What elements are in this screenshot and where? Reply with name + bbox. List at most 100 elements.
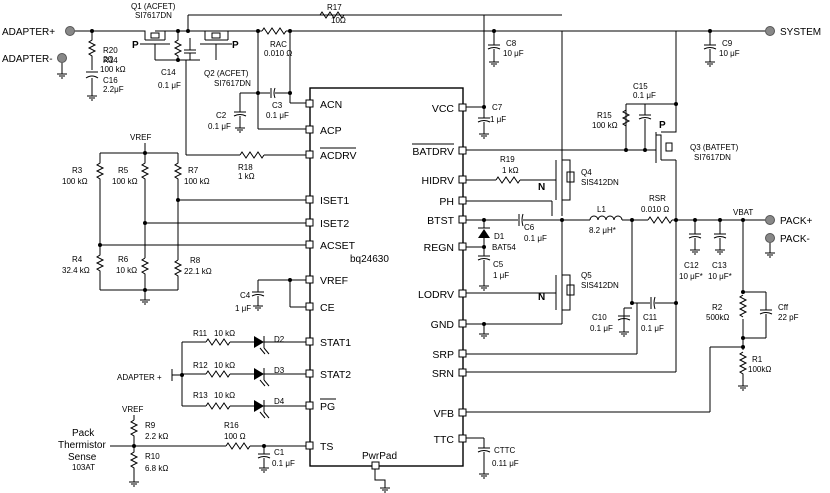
r15-name: R15 bbox=[597, 111, 612, 120]
r16-name: R16 bbox=[224, 421, 239, 430]
adapter-minus-label: ADAPTER- bbox=[2, 54, 53, 65]
pin-batdrv: BATDRV bbox=[412, 146, 454, 158]
c15-name: C15 bbox=[633, 82, 648, 91]
c11-name: C11 bbox=[643, 313, 658, 322]
c5-value: 1 μF bbox=[493, 271, 509, 280]
pin-btst: BTST bbox=[427, 215, 454, 227]
c16-value: 2.2μF bbox=[103, 85, 124, 94]
pin-ts: TS bbox=[320, 441, 333, 453]
pack-plus-label: PACK+ bbox=[780, 216, 812, 227]
c6-name: C6 bbox=[524, 223, 535, 232]
pin-vfb: VFB bbox=[434, 408, 454, 420]
pin-acn: ACN bbox=[320, 99, 342, 111]
l1-value: 8.2 μH* bbox=[589, 226, 616, 235]
pin-ph: PH bbox=[439, 196, 454, 208]
q2-part: SI7617DN bbox=[214, 79, 251, 88]
r1-value: 100kΩ bbox=[748, 365, 771, 374]
rsr-name: RSR bbox=[649, 194, 666, 203]
r6-name: R6 bbox=[118, 255, 129, 264]
c10-value: 0.1 μF bbox=[590, 324, 613, 333]
pack-minus-label: PACK- bbox=[780, 234, 810, 245]
r3-value: 100 kΩ bbox=[62, 177, 88, 186]
vref-top-label: VREF bbox=[130, 133, 151, 142]
c12-value: 10 μF* bbox=[679, 272, 703, 281]
r8-value: 22.1 kΩ bbox=[184, 267, 212, 276]
pin-lodrv: LODRV bbox=[418, 289, 454, 301]
pin-srn: SRN bbox=[432, 368, 454, 380]
r19-value: 1 kΩ bbox=[502, 166, 519, 175]
c13-name: C13 bbox=[712, 261, 727, 270]
c8-value: 10 μF bbox=[503, 49, 524, 58]
r17-value: 10Ω bbox=[331, 16, 346, 25]
q5-part: SIS412DN bbox=[581, 281, 619, 290]
r4-value: 32.4 kΩ bbox=[62, 266, 90, 275]
r2-value: 500kΩ bbox=[706, 313, 729, 322]
r19-name: R19 bbox=[500, 155, 515, 164]
pin-acset: ACSET bbox=[320, 240, 356, 252]
c14-value: 0.1 μF bbox=[158, 81, 181, 90]
thermistor-line1: Pack bbox=[72, 428, 95, 439]
pin-srp: SRP bbox=[432, 349, 454, 361]
adapter-plus-terminal bbox=[65, 26, 75, 36]
c7-value: 1 μF bbox=[490, 115, 506, 124]
adapter-plus-ref: ADAPTER + bbox=[117, 373, 162, 382]
q4-name: Q4 bbox=[581, 168, 592, 177]
pack-plus-terminal bbox=[765, 215, 775, 225]
cttc-name: CTTC bbox=[494, 446, 516, 455]
pin-gnd: GND bbox=[431, 319, 455, 331]
c1-name: C1 bbox=[274, 448, 285, 457]
r1-name: R1 bbox=[752, 355, 763, 364]
c6-value: 0.1 μF bbox=[524, 234, 547, 243]
pin-stat2: STAT2 bbox=[320, 369, 351, 381]
q4-type: N bbox=[538, 182, 545, 193]
r12-name: R12 bbox=[193, 361, 208, 370]
pin-ce: CE bbox=[320, 302, 335, 314]
r13-name: R13 bbox=[193, 391, 208, 400]
q1-name: Q1 (ACFET) bbox=[131, 2, 176, 11]
r12-value: 10 kΩ bbox=[214, 361, 235, 370]
c16-name: C16 bbox=[103, 76, 118, 85]
thermistor-line3: Sense bbox=[68, 452, 97, 463]
c9-name: C9 bbox=[722, 39, 733, 48]
pin-iset1: ISET1 bbox=[320, 195, 349, 207]
r5-name: R5 bbox=[118, 166, 129, 175]
r17-name: R17 bbox=[327, 3, 342, 12]
r14-value: 100 kΩ bbox=[100, 65, 126, 74]
r6-value: 10 kΩ bbox=[116, 266, 137, 275]
r20-value: 2Ω bbox=[103, 55, 113, 64]
vbat-label: VBAT bbox=[733, 208, 753, 217]
rac-value: 0.010 Ω bbox=[264, 49, 292, 58]
q3-type: P bbox=[659, 120, 666, 131]
d1-value: BAT54 bbox=[492, 243, 516, 252]
pin-stat1: STAT1 bbox=[320, 337, 351, 349]
pin-vref: VREF bbox=[320, 275, 348, 287]
q1-part: SI7617DN bbox=[135, 11, 172, 20]
d4-label: D4 bbox=[274, 397, 285, 406]
c7-name: C7 bbox=[492, 103, 503, 112]
cff-name: Cff bbox=[778, 303, 789, 312]
q3-part: SI7617DN bbox=[694, 153, 731, 162]
r7-value: 100 kΩ bbox=[184, 177, 210, 186]
r9-name: R9 bbox=[145, 421, 156, 430]
pin-hidrv: HIDRV bbox=[422, 175, 454, 187]
r10-name: R10 bbox=[145, 452, 160, 461]
r18-value: 1 kΩ bbox=[238, 172, 255, 181]
c2-name: C2 bbox=[216, 111, 227, 120]
r20-name: R20 bbox=[103, 46, 118, 55]
pin-vcc: VCC bbox=[432, 103, 455, 115]
pin-acdrv: ACDRV bbox=[320, 150, 357, 162]
pin-regn: REGN bbox=[424, 242, 454, 254]
r2-name: R2 bbox=[712, 303, 723, 312]
q4-part: SIS412DN bbox=[581, 178, 619, 187]
pin-ttc: TTC bbox=[434, 434, 455, 446]
c4-name: C4 bbox=[240, 291, 251, 300]
r10-value: 6.8 kΩ bbox=[145, 464, 168, 473]
r7-name: R7 bbox=[188, 166, 199, 175]
r11-value: 10 kΩ bbox=[214, 329, 235, 338]
d3-label: D3 bbox=[274, 366, 285, 375]
thermistor-line2: Thermistor bbox=[58, 440, 106, 451]
q3-name: Q3 (BATFET) bbox=[690, 143, 739, 152]
c4-value: 1 μF bbox=[235, 304, 251, 313]
